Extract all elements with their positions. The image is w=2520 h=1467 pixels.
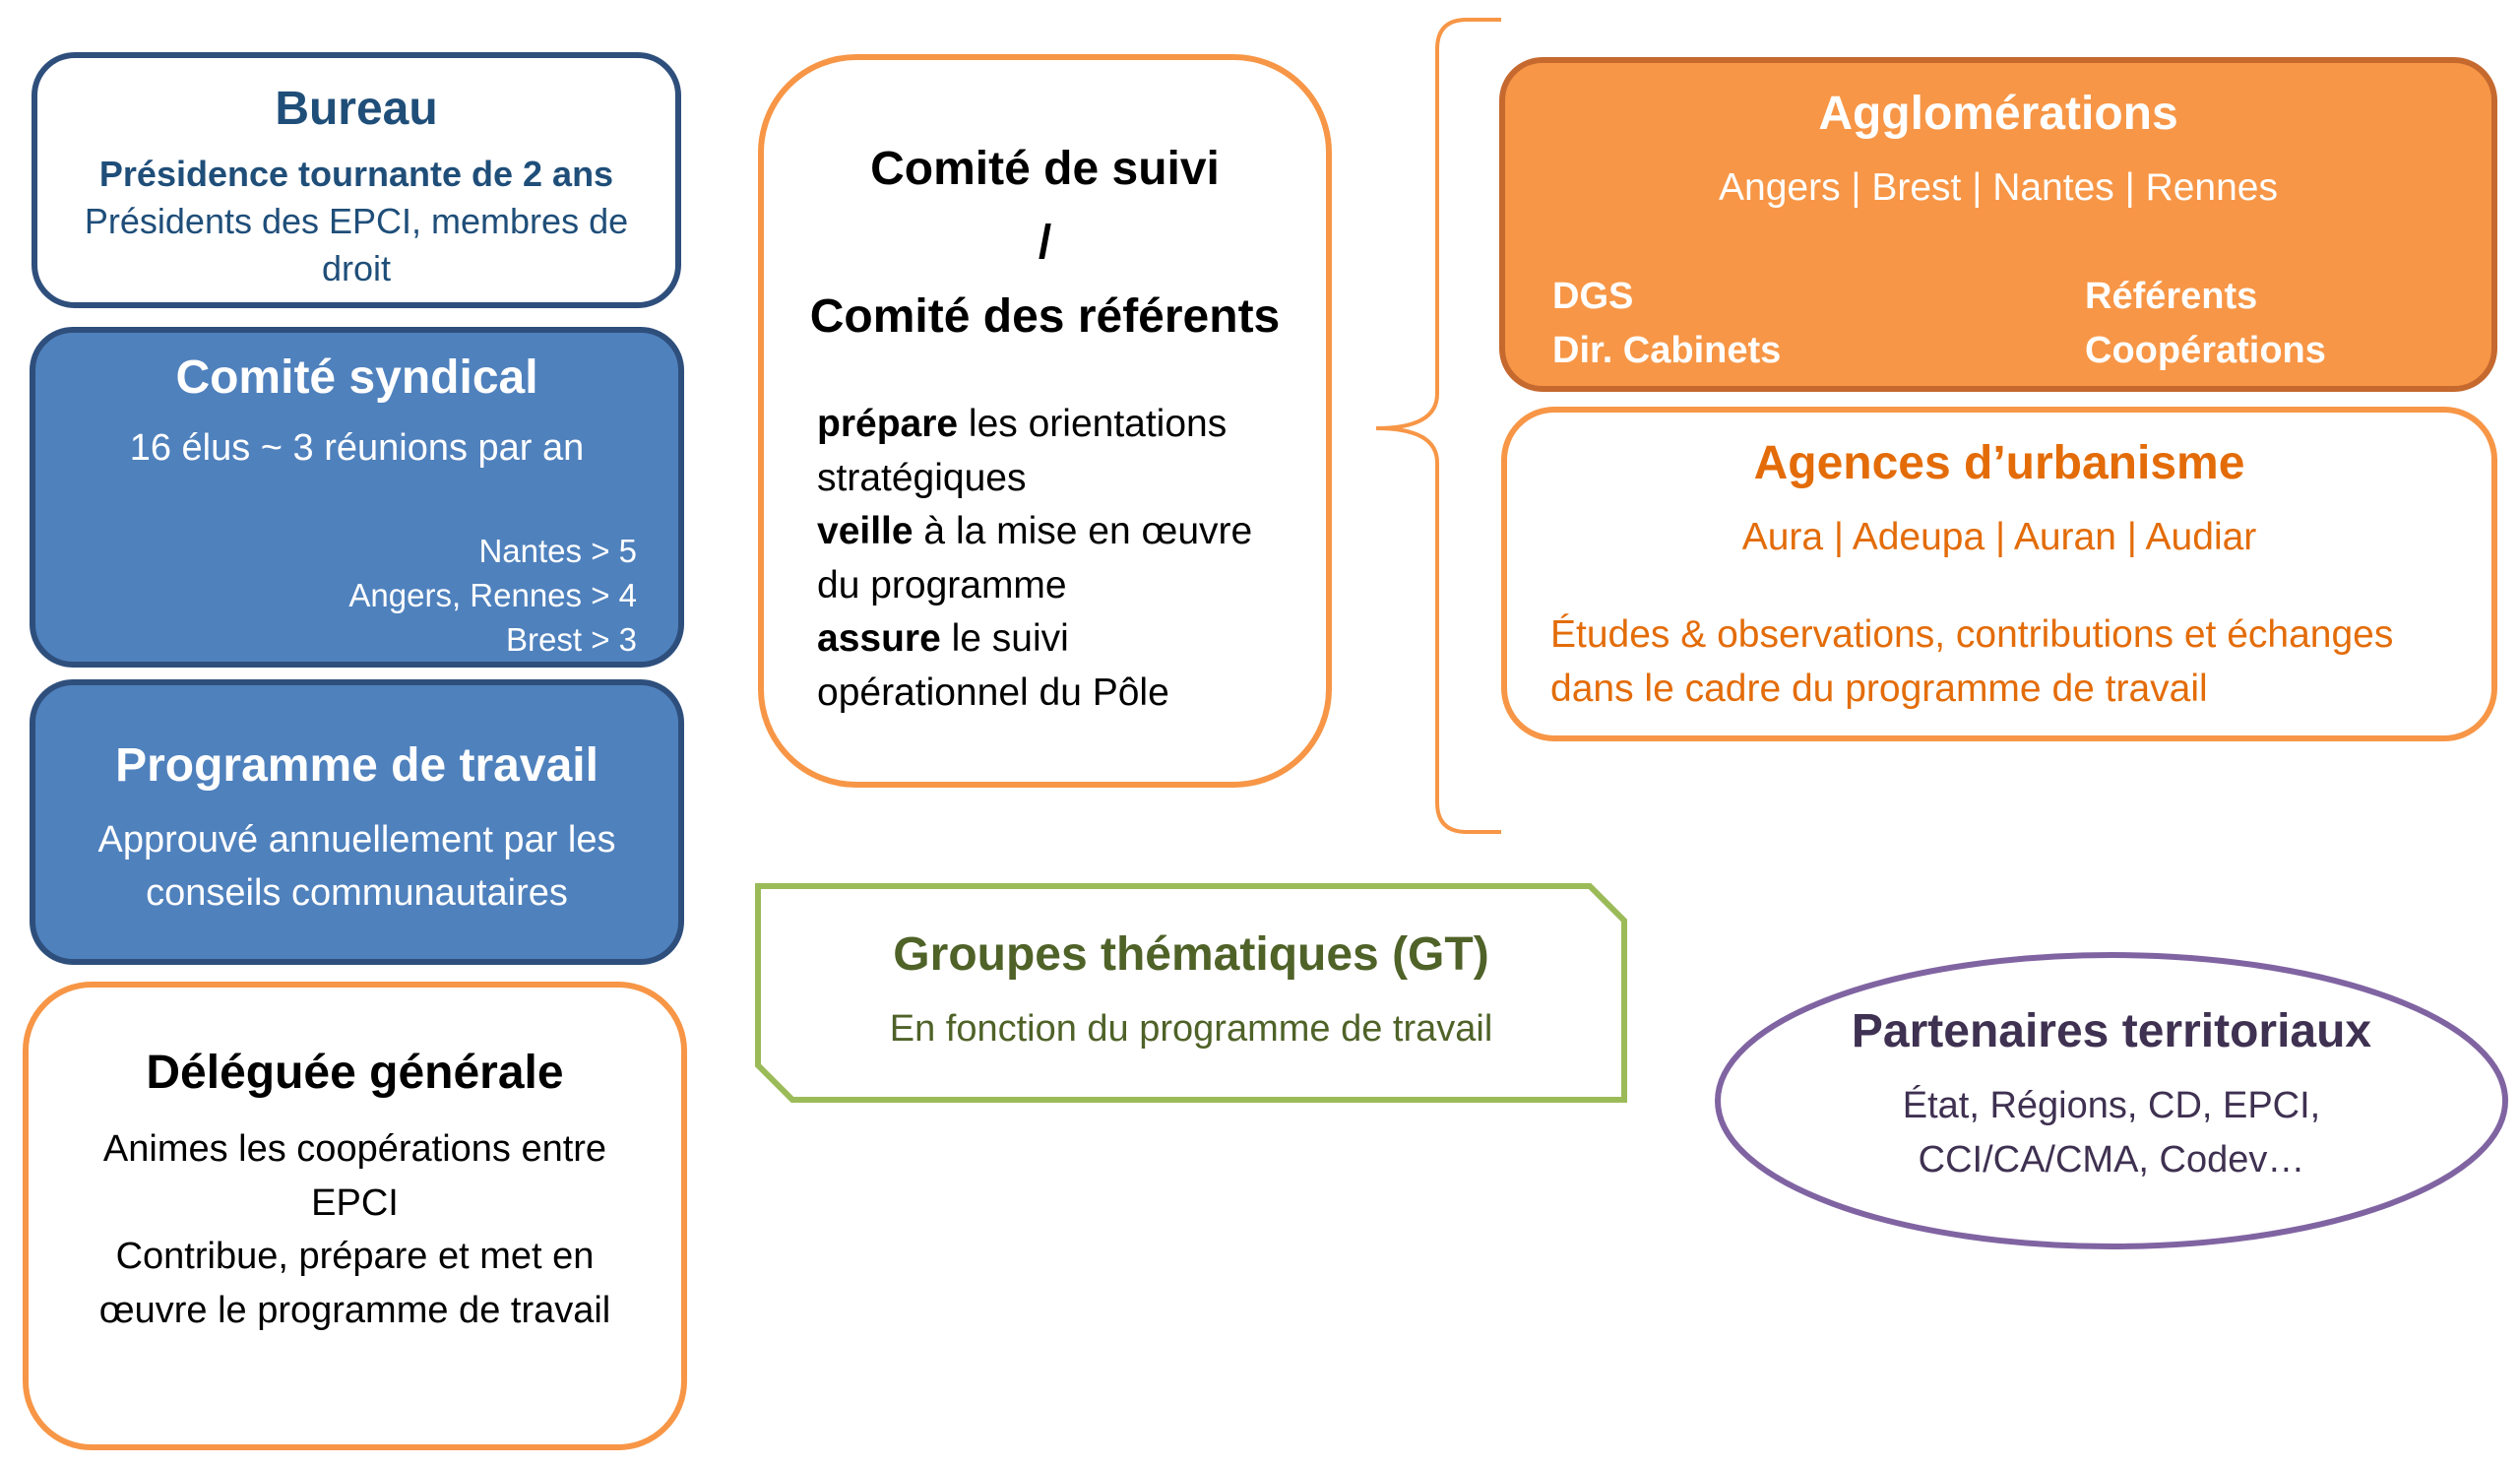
role-label: Coopérations (2085, 330, 2326, 371)
seat-item: Brest > 3 (506, 621, 637, 658)
mission-verb: veille (817, 510, 914, 552)
comite-suivi-separator: / (1038, 217, 1052, 269)
deleguee-line: Animes les coopérations entre EPCI (102, 1128, 607, 1224)
agences-box: Agences d’urbanisme Aura | Adeupa | Aura… (1501, 407, 2497, 741)
agglomerations-cities: Angers | Brest | Nantes | Rennes (1719, 166, 2278, 209)
partenaires-box: Partenaires territoriaux État, Régions, … (1718, 953, 2505, 1248)
agglomerations-left-roles: DGS Dir. Cabinets (1552, 270, 1781, 378)
agglomerations-right-roles: Référents Coopérations (2085, 270, 2326, 378)
groupes-shape (755, 883, 1627, 1103)
agglomerations-box: Agglomérations Angers | Brest | Nantes |… (1499, 57, 2497, 392)
role-label: DGS (1552, 276, 1634, 317)
comite-suivi-box: Comité de suivi / Comité des référents p… (758, 54, 1332, 788)
agences-title: Agences d’urbanisme (1753, 437, 2245, 489)
deleguee-description: Animes les coopérations entre EPCI Contr… (29, 1122, 681, 1337)
bureau-title: Bureau (275, 83, 438, 135)
mission-text: le suivi opérationnel du Pôle (817, 617, 1169, 714)
agences-desc-line: Études & observations, contributions et … (1550, 613, 2394, 656)
partenaires-line: CCI/CA/CMA, Codev… (1918, 1138, 2305, 1180)
mission-text: à la mise en œuvre du programme (817, 510, 1253, 606)
programme-subtitle: Approuvé annuellement par les conseils c… (97, 819, 616, 914)
comite-syndical-subtitle: 16 élus ~ 3 réunions par an (129, 427, 585, 469)
comite-syndical-title: Comité syndical (175, 351, 538, 404)
role-label: Dir. Cabinets (1552, 330, 1782, 371)
mission-verb: assure (817, 617, 941, 660)
agglomerations-title: Agglomérations (1818, 88, 2178, 140)
partenaires-line: État, Régions, CD, EPCI, (1902, 1085, 2321, 1126)
mission-verb: prépare (817, 403, 959, 445)
bureau-line1: Présidence tournante de 2 ans (98, 154, 614, 194)
programme-title: Programme de travail (115, 739, 598, 792)
partenaires-title: Partenaires territoriaux (1851, 1005, 2372, 1057)
comite-referents-title: Comité des référents (809, 290, 1281, 343)
mission-text: les orientations stratégiques (817, 403, 1228, 499)
groupes-subtitle: En fonction du programme de travail (889, 1008, 1493, 1050)
groupes-title: Groupes thématiques (GT) (893, 928, 1489, 981)
agences-list: Aura | Adeupa | Auran | Audiar (1741, 516, 2257, 558)
comite-suivi-title: Comité de suivi (870, 143, 1220, 195)
comite-missions: prépare les orientations stratégiques ve… (764, 398, 1326, 720)
partenaires-ellipse (1715, 952, 2508, 1249)
bureau-line2: Présidents des EPCI, membres de droit (84, 201, 629, 288)
seat-item: Angers, Rennes > 4 (348, 577, 637, 613)
mission-item: assure le suivi opérationnel du Pôle (817, 612, 1287, 720)
deleguee-line: Contribue, prépare et met en œuvre le pr… (98, 1236, 611, 1331)
partenaires-description: État, Régions, CD, EPCI, CCI/CA/CMA, Cod… (1718, 1079, 2505, 1186)
mission-item: veille à la mise en œuvre du programme (817, 505, 1287, 612)
deleguee-box: Déléguée générale Animes les coopération… (23, 982, 687, 1450)
comite-syndical-box: Comité syndical 16 élus ~ 3 réunions par… (30, 327, 684, 668)
programme-box: Programme de travail Approuvé annuelleme… (30, 679, 684, 965)
groupes-box: Groupes thématiques (GT) En fonction du … (758, 886, 1624, 1098)
bureau-box: Bureau Présidence tournante de 2 ans Pré… (32, 52, 681, 308)
role-label: Référents (2085, 276, 2258, 317)
deleguee-title: Déléguée générale (146, 1047, 564, 1099)
brace-connector (1375, 18, 1501, 834)
agences-description: Études & observations, contributions et … (1507, 608, 2491, 716)
seat-item: Nantes > 5 (478, 533, 637, 569)
seats-list: Nantes > 5 Angers, Rennes > 4 Brest > 3 (348, 529, 637, 662)
mission-item: prépare les orientations stratégiques (817, 398, 1287, 505)
agences-desc-line: dans le cadre du programme de travail (1550, 667, 2208, 710)
